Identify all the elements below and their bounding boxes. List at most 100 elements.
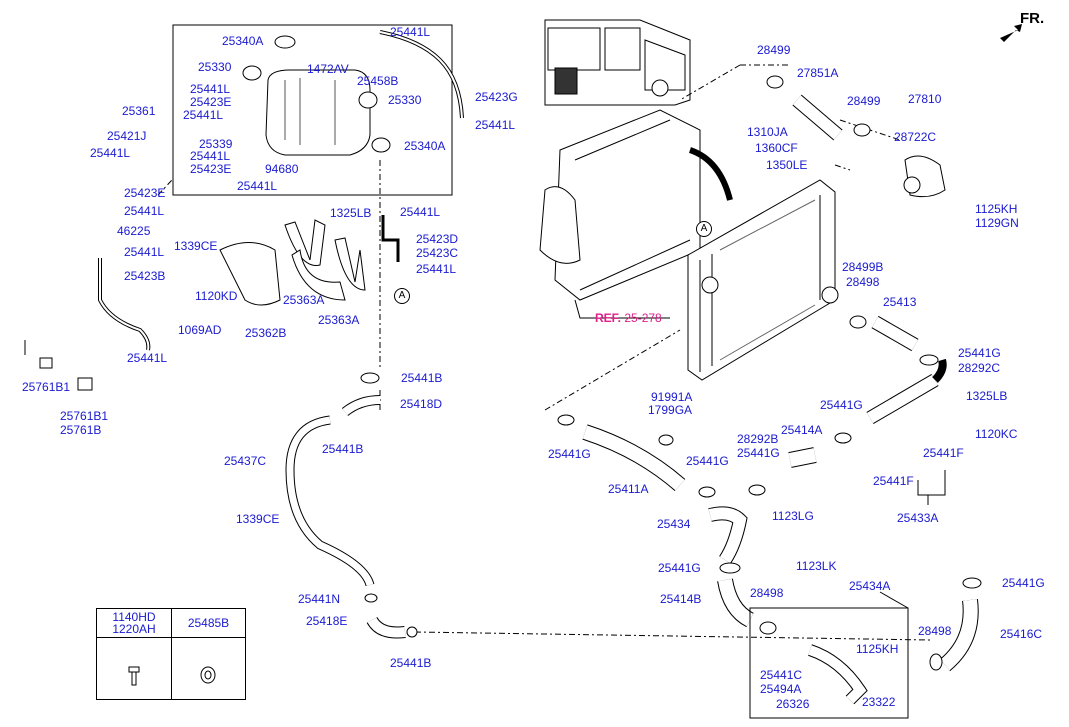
direction-label: FR. — [1020, 10, 1045, 27]
part-label[interactable]: 28722C — [894, 130, 937, 144]
part-label[interactable]: 25441G — [686, 454, 729, 468]
part-label[interactable]: 25441L — [400, 205, 441, 219]
table-col2-label[interactable]: 25485B — [187, 616, 230, 630]
part-label[interactable]: 28292C — [958, 361, 1001, 375]
bolt-icon — [128, 666, 140, 673]
part-label[interactable]: 25423E — [190, 95, 232, 109]
part-label[interactable]: 25441G — [958, 346, 1001, 360]
part-label[interactable]: 26326 — [776, 697, 810, 711]
part-label[interactable]: 25363A — [283, 293, 325, 307]
part-label[interactable]: 25330 — [388, 93, 422, 107]
ref-label[interactable]: REF. 25-278 — [595, 312, 662, 325]
part-label[interactable]: 25423C — [416, 246, 459, 260]
ref-code: 25-278 — [624, 311, 662, 325]
part-label[interactable]: 1325LB — [330, 206, 372, 220]
part-label[interactable]: 25423D — [416, 232, 459, 246]
part-label[interactable]: 25441F — [873, 474, 914, 488]
part-label[interactable]: 25414A — [781, 423, 823, 437]
part-label[interactable]: 25441N — [298, 592, 341, 606]
part-label[interactable]: 25441L — [390, 25, 431, 39]
part-label[interactable]: 25441G — [737, 446, 780, 460]
part-label[interactable]: 25441L — [127, 351, 168, 365]
part-label[interactable]: 28498 — [918, 624, 952, 638]
part-label[interactable]: 25441B — [322, 442, 364, 456]
part-label[interactable]: 25441L — [237, 179, 278, 193]
part-label[interactable]: 25761B1 — [22, 380, 71, 394]
part-label[interactable]: 25418D — [400, 397, 443, 411]
part-label[interactable]: 25418E — [306, 614, 348, 628]
part-label[interactable]: 1325LB — [966, 389, 1008, 403]
part-label[interactable]: 1339CE — [236, 512, 280, 526]
part-label[interactable]: 1350LE — [766, 158, 808, 172]
part-label[interactable]: 25437C — [224, 454, 267, 468]
part-label[interactable]: 28498 — [750, 586, 784, 600]
part-label[interactable]: 25441L — [416, 262, 457, 276]
part-label[interactable]: 1360CF — [755, 141, 798, 155]
part-label[interactable]: 25494A — [760, 682, 802, 696]
part-label[interactable]: 25441F — [923, 446, 964, 460]
part-label[interactable]: 94680 — [265, 162, 299, 176]
part-label[interactable]: 25761B — [60, 423, 102, 437]
part-label[interactable]: 28498 — [846, 275, 880, 289]
part-label[interactable]: 1125KH — [856, 642, 899, 656]
part-label[interactable]: 25423B — [124, 269, 166, 283]
part-label[interactable]: 1120KC — [975, 427, 1018, 441]
part-label[interactable]: 25423E — [190, 162, 232, 176]
part-label[interactable]: 25441L — [90, 146, 131, 160]
part-label[interactable]: 1310JA — [747, 125, 788, 139]
part-label[interactable]: 28499 — [847, 94, 881, 108]
part-label[interactable]: 23322 — [862, 695, 896, 709]
part-label[interactable]: 1125KH — [975, 202, 1018, 216]
part-label[interactable]: 25411A — [608, 482, 649, 496]
part-label[interactable]: 25441G — [658, 561, 701, 575]
part-label[interactable]: 25330 — [198, 60, 232, 74]
part-label[interactable]: 25361 — [122, 104, 156, 118]
part-label[interactable]: 1069AD — [178, 323, 222, 337]
part-label[interactable]: 25340A — [404, 139, 446, 153]
part-label[interactable]: 25441C — [760, 668, 803, 682]
table-col1-line1[interactable]: 1140HD — [112, 610, 156, 624]
part-label[interactable]: 28499B — [842, 260, 884, 274]
part-label[interactable]: 25441L — [190, 149, 231, 163]
part-label[interactable]: 25423E — [124, 186, 166, 200]
part-label[interactable]: 25423G — [475, 90, 518, 104]
part-label[interactable]: 25416C — [1000, 627, 1043, 641]
part-label[interactable]: 25761B1 — [60, 409, 109, 423]
part-label[interactable]: 25441L — [124, 204, 165, 218]
part-label[interactable]: 25441B — [401, 371, 443, 385]
part-label[interactable]: 1129GN — [975, 216, 1019, 230]
part-label[interactable]: 25441G — [548, 447, 591, 461]
part-label[interactable]: 25441G — [820, 398, 863, 412]
part-label[interactable]: 27810 — [908, 92, 942, 106]
part-label[interactable]: 91991A — [651, 390, 693, 404]
part-label[interactable]: 25414B — [660, 592, 702, 606]
part-label[interactable]: 28499 — [757, 43, 791, 57]
part-label[interactable]: 25421J — [107, 129, 147, 143]
part-label[interactable]: 25362B — [245, 326, 287, 340]
part-label[interactable]: 1799GA — [648, 403, 693, 417]
part-label[interactable]: 25441B — [390, 656, 432, 670]
part-label[interactable]: 1123LG — [772, 509, 814, 523]
part-label[interactable]: 46225 — [117, 224, 151, 238]
table-col1-line2[interactable]: 1220AH — [112, 622, 156, 636]
part-label[interactable]: 25363A — [318, 313, 360, 327]
part-label[interactable]: 25441L — [475, 118, 516, 132]
reservoir-group-frame — [172, 24, 453, 196]
part-label[interactable]: 25340A — [222, 34, 264, 48]
part-label[interactable]: 25339 — [199, 137, 233, 151]
part-label[interactable]: 1472AV — [307, 62, 349, 76]
part-label[interactable]: 25458B — [357, 74, 399, 88]
part-label[interactable]: 25434 — [657, 517, 691, 531]
part-label[interactable]: 25433A — [897, 511, 939, 525]
part-label[interactable]: 1120KD — [195, 289, 238, 303]
part-label[interactable]: 25441L — [190, 82, 231, 96]
part-label[interactable]: 25441L — [183, 108, 224, 122]
part-label[interactable]: 25413 — [883, 295, 917, 309]
part-label[interactable]: 1339CE — [174, 239, 218, 253]
part-label[interactable]: 27851A — [797, 66, 839, 80]
part-label[interactable]: 25441G — [1002, 576, 1045, 590]
part-label[interactable]: 25434A — [849, 579, 891, 593]
part-label[interactable]: 28292B — [737, 432, 779, 446]
part-label[interactable]: 25441L — [124, 245, 165, 259]
part-label[interactable]: 1123LK — [796, 559, 837, 573]
